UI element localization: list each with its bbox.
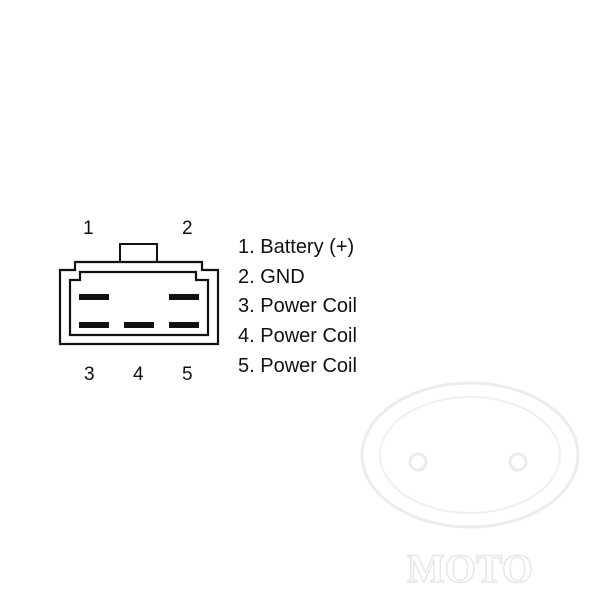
legend-item-3: 3. Power Coil (238, 295, 357, 318)
legend-item-4: 4. Power Coil (238, 325, 357, 348)
terminal-pin-3 (79, 322, 109, 328)
terminal-pin-4 (124, 322, 154, 328)
legend-item-1: 1. Battery (+) (238, 236, 355, 258)
pin-number-1: 1 (83, 218, 94, 239)
connector-latch (119, 243, 158, 264)
pin-number-4: 4 (133, 364, 144, 385)
terminal-pin-2 (169, 294, 199, 300)
legend-item-5: 5. Power Coil (238, 354, 357, 377)
pin-legend: 1. Battery (+) 2. GND 3. Power Coil 4. P… (238, 233, 357, 381)
terminal-pin-1 (79, 294, 109, 300)
legend-item-2: 2. GND (238, 265, 305, 288)
pin-number-3: 3 (84, 364, 95, 385)
pin-number-5: 5 (182, 364, 193, 385)
terminal-pin-5 (169, 322, 199, 328)
connector-housing-inner (68, 270, 210, 337)
pin-number-2: 2 (182, 218, 193, 239)
